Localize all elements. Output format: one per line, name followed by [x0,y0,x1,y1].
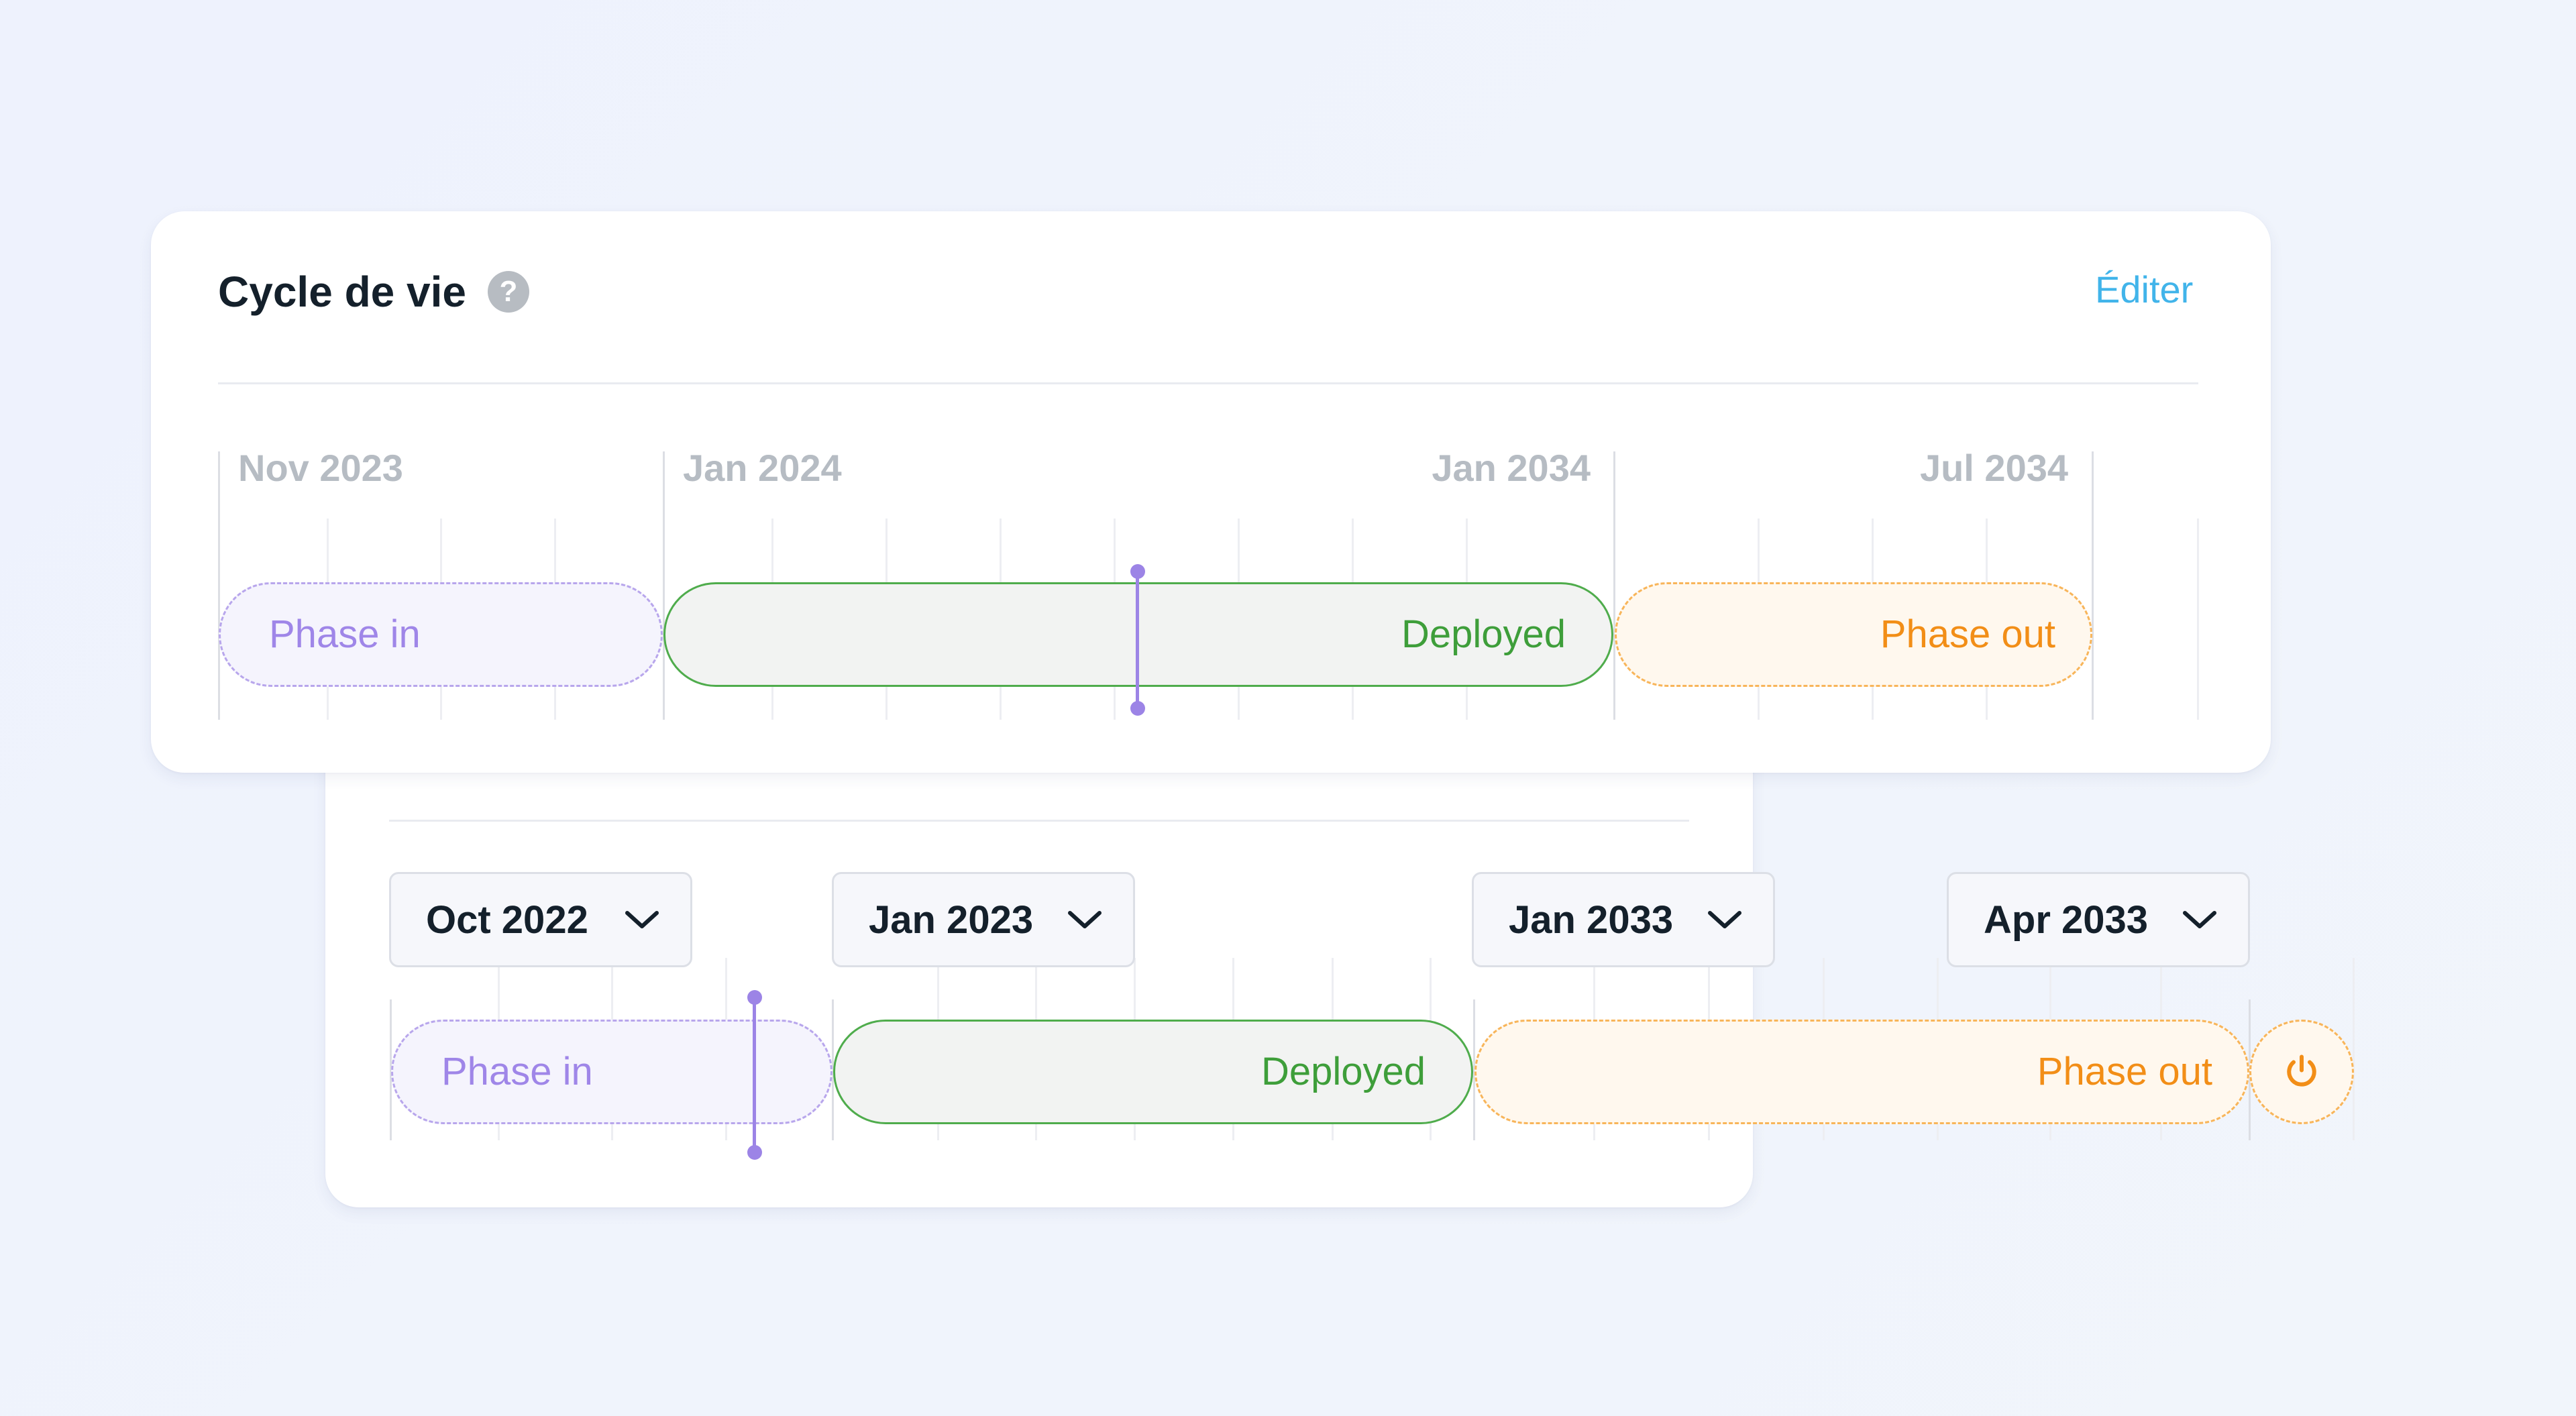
today-marker[interactable] [753,998,756,1151]
card-title: Cycle de vie ? [218,266,529,317]
today-marker-handle [1130,701,1145,716]
timeline-boundary [1613,451,1615,720]
end-date-select[interactable]: Apr 2033 [1947,872,2250,967]
end-date-label: Jul 2034 [1919,447,2068,489]
today-marker-handle [1130,564,1145,579]
phase-out-label: Phase out [2037,1050,2212,1093]
phase-in-bar[interactable]: Phase in [391,1020,833,1124]
deployed-label: Deployed [1260,1050,1426,1093]
today-marker-handle[interactable] [747,990,762,1005]
phase-out-bar[interactable]: Phase out [1474,1020,2249,1124]
end-of-life-button[interactable] [2249,1020,2354,1124]
end-date-value: Apr 2033 [1984,897,2149,942]
chevron-down-icon [625,911,659,928]
chevron-down-icon [1068,911,1102,928]
start-date-label: Nov 2023 [238,447,403,489]
deployed-bar[interactable]: Deployed [833,1020,1473,1124]
deployed-date-select[interactable]: Jan 2023 [832,872,1135,967]
divider [389,820,1689,822]
today-marker [1136,572,1139,708]
timeline-boundary [218,451,220,720]
chevron-down-icon [1708,911,1741,928]
start-date-select[interactable]: Oct 2022 [389,872,692,967]
card-title-text: Cycle de vie [218,268,466,316]
deployed-label: Deployed [1401,612,1566,656]
phase-out-date-label: Jan 2034 [1432,447,1591,489]
help-icon[interactable]: ? [488,271,529,313]
deployed-date-label: Jan 2024 [683,447,842,489]
timeline-tick [2353,958,2355,1140]
phase-in-label: Phase in [441,1050,593,1093]
power-icon [2287,1054,2316,1087]
phase-out-date-select[interactable]: Jan 2033 [1472,872,1775,967]
phase-in-label: Phase in [269,612,421,656]
deployed-date-value: Jan 2023 [869,897,1034,942]
timeline-boundary [663,451,665,720]
timeline-boundary [390,999,392,1140]
timeline-tick [2197,519,2199,720]
lifecycle-view-card: Cycle de vie ? Éditer Nov 2023 Jan 2024 … [151,211,2271,773]
phase-out-date-value: Jan 2033 [1509,897,1674,942]
phase-in-bar[interactable]: Phase in [219,582,663,687]
edit-button[interactable]: Éditer [2095,268,2194,311]
start-date-value: Oct 2022 [426,897,588,942]
today-marker-handle[interactable] [747,1145,762,1160]
chevron-down-icon [2183,911,2216,928]
timeline-boundary [2092,451,2094,720]
timeline-boundary [832,999,834,1140]
timeline-boundary [1473,999,1475,1140]
divider [218,382,2198,384]
phase-out-label: Phase out [1880,612,2055,656]
phase-out-bar[interactable]: Phase out [1615,582,2092,687]
